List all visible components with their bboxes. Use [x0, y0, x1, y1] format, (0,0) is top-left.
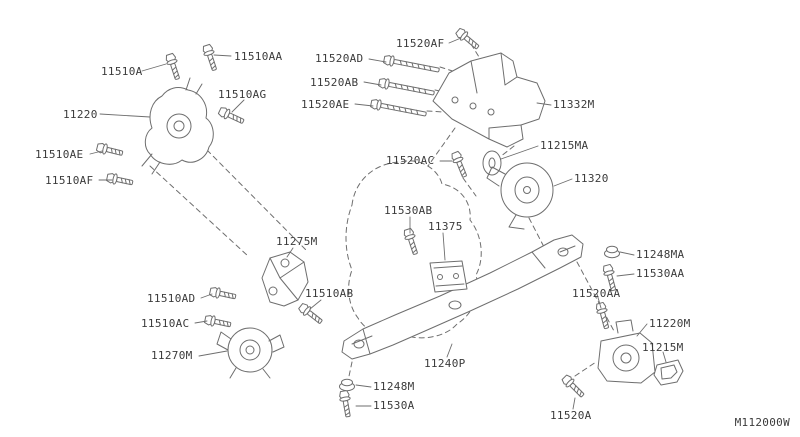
part-label-11248MA: 11248MA [636, 248, 685, 261]
part-label-11510AA: 11510AA [234, 50, 283, 63]
part-label-11220M: 11220M [649, 317, 691, 330]
part-label-11215M: 11215M [642, 341, 684, 354]
bolt-11510A-icon [164, 52, 183, 82]
part-label-11520AC: 11520AC [386, 154, 435, 167]
bolt-11520AE-icon [369, 97, 428, 120]
part-label-11510AE: 11510AE [35, 148, 84, 161]
nut-11248M-icon [339, 378, 355, 392]
part-label-11520A: 11520A [550, 409, 592, 422]
part-label-11510AB: 11510AB [305, 287, 354, 300]
crossmember-11240P-drawing [341, 234, 584, 360]
engine-outline [345, 160, 482, 339]
bolt-11520AD-icon [382, 53, 441, 76]
bolt-11510AE-icon [95, 141, 125, 159]
bracket-11275M-drawing [261, 251, 309, 307]
part-label-11510A: 11510A [101, 65, 143, 78]
part-label-11332M: 11332M [553, 98, 595, 111]
part-label-11520AB: 11520AB [310, 76, 359, 89]
part-label-11275M: 11275M [276, 235, 318, 248]
leader-lines [89, 37, 667, 410]
bolt-11510AC-icon [203, 313, 233, 331]
mount-11220M-drawing [597, 319, 656, 384]
bolt-11530AB-icon [402, 227, 421, 257]
part-label-11248M: 11248M [373, 380, 415, 393]
bolt-11520AB-icon [377, 76, 436, 99]
part-label-11240P: 11240P [424, 357, 466, 370]
bolt-11510AG-icon [217, 105, 246, 127]
part-label-11510AG: 11510AG [218, 88, 267, 101]
mount-11270M-drawing [216, 327, 285, 379]
part-label-11510AC: 11510AC [141, 317, 190, 330]
bolt-11510AA-icon [201, 43, 220, 73]
part-label-11320: 11320 [574, 172, 609, 185]
bolt-11510AD-icon [208, 285, 238, 303]
nut-11248MA-icon [604, 245, 620, 259]
part-label-11520AE: 11520AE [301, 98, 350, 111]
part-label-11270M: 11270M [151, 349, 193, 362]
part-label-11520AA: 11520AA [572, 287, 621, 300]
part-label-11510AD: 11510AD [147, 292, 196, 305]
bolt-11520AA-icon [594, 301, 613, 331]
bracket-11375-drawing [429, 260, 468, 293]
part-label-11530A: 11530A [373, 399, 415, 412]
part-label-11220: 11220 [63, 108, 98, 121]
insulator-11215M-drawing [653, 359, 684, 386]
washer-11215MA-drawing [482, 150, 502, 176]
mount-11320-drawing [486, 162, 554, 230]
mount-11220-drawing [141, 77, 214, 175]
part-label-11520AD: 11520AD [315, 52, 364, 65]
bolt-11510AB-icon [296, 301, 325, 327]
bracket-11332M-drawing [432, 52, 546, 148]
bolt-11530A-icon [337, 389, 354, 419]
bolt-11520AC-icon [449, 150, 471, 180]
bolt-11520A-icon [560, 373, 587, 400]
part-label-11510AF: 11510AF [45, 174, 94, 187]
part-label-11530AA: 11530AA [636, 267, 685, 280]
part-label-11215MA: 11215MA [540, 139, 589, 152]
part-label-11530AB: 11530AB [384, 204, 433, 217]
diagram-code: M112000W [734, 416, 790, 429]
part-label-11520AF: 11520AF [396, 37, 445, 50]
part-label-11375: 11375 [428, 220, 463, 233]
